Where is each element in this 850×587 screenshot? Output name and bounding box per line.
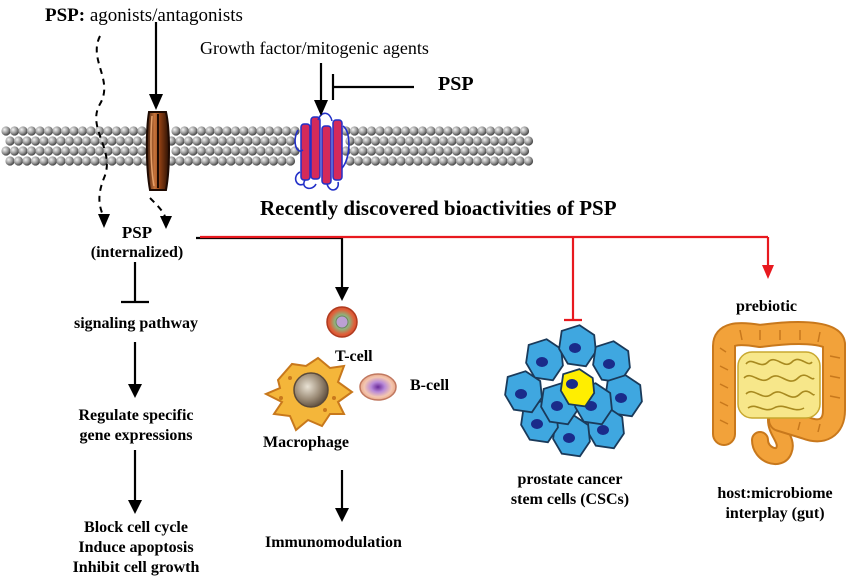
- outcome-line3: Inhibit cell growth: [72, 559, 200, 576]
- outcome-line1: Block cell cycle: [84, 519, 188, 536]
- growth-factor-label: Growth factor/mitogenic agents: [200, 38, 429, 58]
- immunomodulation-label: Immunomodulation: [265, 534, 402, 551]
- branch-connectors: [196, 235, 770, 322]
- psp-internalized-label: PSP (internalized): [76, 223, 198, 263]
- psp-internalized-line1: PSP: [121, 223, 153, 242]
- macrophage-label: Macrophage: [263, 434, 349, 451]
- microbiome-label: host:microbiome interplay (gut): [700, 484, 850, 524]
- growth-factor-arrow: [314, 63, 328, 116]
- outcome-line2: Induce apoptosis: [78, 539, 194, 556]
- regulate-gene-label: Regulate specific gene expressions: [46, 406, 226, 446]
- psp-inhibition-bar: [331, 74, 414, 100]
- membrane-channel-icon: [145, 111, 170, 191]
- microbiome-line1: host:microbiome: [717, 485, 833, 502]
- intestine-icon: [712, 321, 846, 466]
- cancer-line2: stem cells (CSCs): [510, 491, 630, 508]
- psp-bold-prefix: PSP:: [45, 5, 86, 26]
- signaling-pathway-label: signaling pathway: [73, 315, 199, 332]
- agonists-text: agonists/antagonists: [85, 5, 243, 26]
- regulate-line2: gene expressions: [79, 427, 193, 444]
- macrophage-icon: [263, 356, 354, 432]
- cancer-stem-cells-icon: [504, 324, 643, 458]
- agonist-arrow: [149, 22, 163, 110]
- cancer-line1: prostate cancer: [517, 471, 623, 488]
- prebiotic-label: prebiotic: [736, 298, 798, 315]
- t-cell-icon: [326, 306, 358, 338]
- psp-inhibitor-label: PSP: [438, 73, 474, 95]
- cancer-stem-cells-label: prostate cancer stem cells (CSCs): [490, 470, 650, 510]
- psp-agonists-label: PSP: agonists/antagonists: [45, 5, 243, 27]
- cell-membrane: [1, 126, 534, 166]
- left-pathway-arrows: [121, 262, 149, 504]
- microbiome-line2: interplay (gut): [725, 505, 825, 522]
- diagram-title: Recently discovered bioactivities of PSP: [260, 196, 617, 220]
- t-cell-label: T-cell: [335, 348, 373, 365]
- b-cell-icon: [359, 373, 397, 401]
- psp-internalized-line2: (internalized): [90, 244, 184, 262]
- cell-outcomes-label: Block cell cycle Induce apoptosis Inhibi…: [46, 518, 226, 578]
- receptor-protein-icon: [294, 112, 350, 191]
- b-cell-label: B-cell: [410, 377, 450, 394]
- regulate-line1: Regulate specific: [78, 407, 194, 424]
